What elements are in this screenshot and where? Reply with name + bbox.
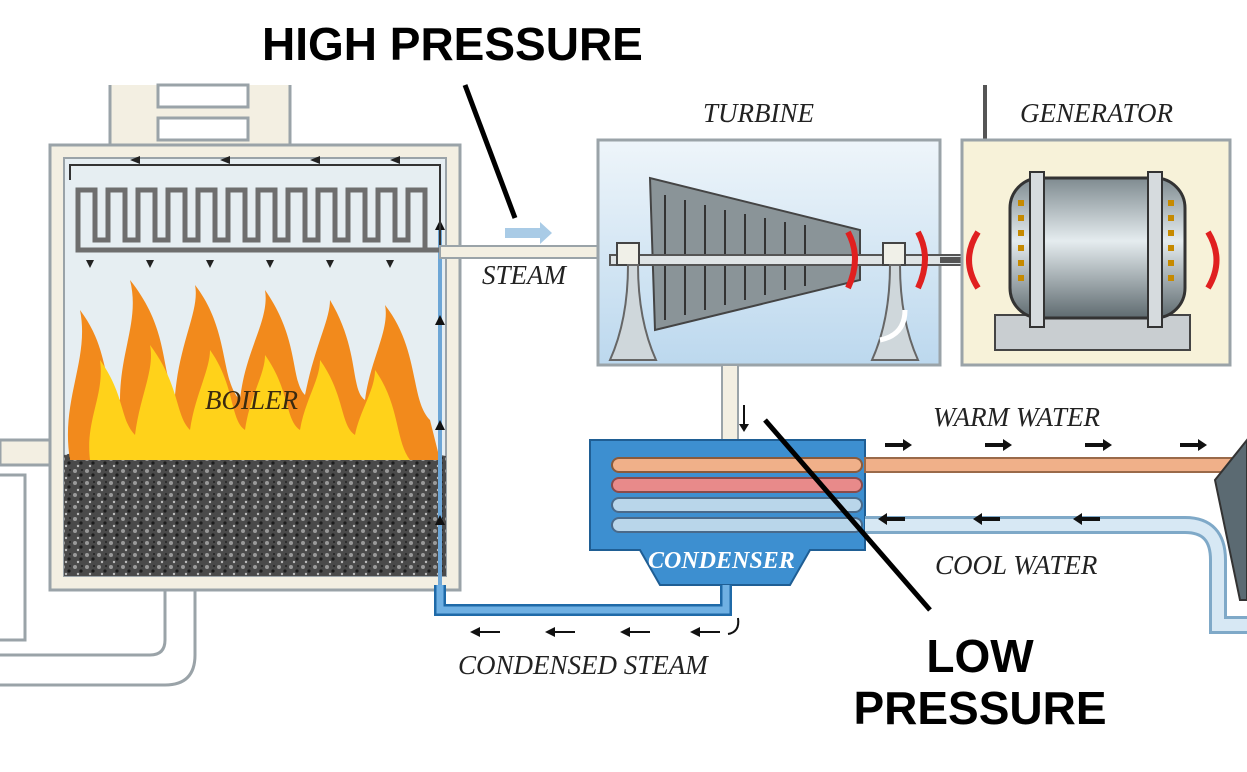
- low-pressure-callout: LOW PRESSURE: [840, 630, 1120, 734]
- generator-rotation-arrows-icon: [966, 230, 1220, 290]
- generator-label: GENERATOR: [1020, 98, 1173, 128]
- flames-icon: [67, 280, 441, 460]
- cool-water-label: COOL WATER: [935, 550, 1098, 580]
- boiler-label: BOILER: [205, 385, 298, 415]
- coal-bed: [64, 450, 446, 576]
- boiler-side-pipes: [0, 438, 197, 687]
- warm-water-pipe: [864, 439, 1247, 473]
- boiler-chimney: [108, 83, 292, 147]
- cool-water-pipe: [865, 438, 1247, 634]
- boiler-tubes: [75, 187, 440, 253]
- turbine: [596, 138, 996, 367]
- condenser: [589, 439, 866, 586]
- condensed-steam-label: CONDENSED STEAM: [458, 650, 708, 680]
- steam-flow-arrow: [505, 222, 552, 244]
- condenser-label: CONDENSER: [648, 548, 795, 574]
- high-pressure-pointer: [462, 84, 518, 219]
- low-pressure-pointer: [763, 418, 932, 612]
- steam-pipe: [439, 222, 611, 259]
- exhaust-pipe: [721, 364, 749, 446]
- high-pressure-callout: HIGH PRESSURE: [262, 18, 643, 70]
- steam-label: STEAM: [482, 260, 566, 290]
- boiler: [48, 143, 462, 592]
- condensed-steam-pipe: [434, 585, 740, 637]
- turbine-label: TURBINE: [703, 98, 814, 128]
- low-pressure-line-1: LOW: [926, 630, 1034, 682]
- turbine-rotation-arrows-icon: [845, 230, 928, 290]
- low-pressure-line-2: PRESSURE: [853, 682, 1107, 734]
- warm-water-label: WARM WATER: [933, 402, 1100, 432]
- generator: [960, 85, 1232, 367]
